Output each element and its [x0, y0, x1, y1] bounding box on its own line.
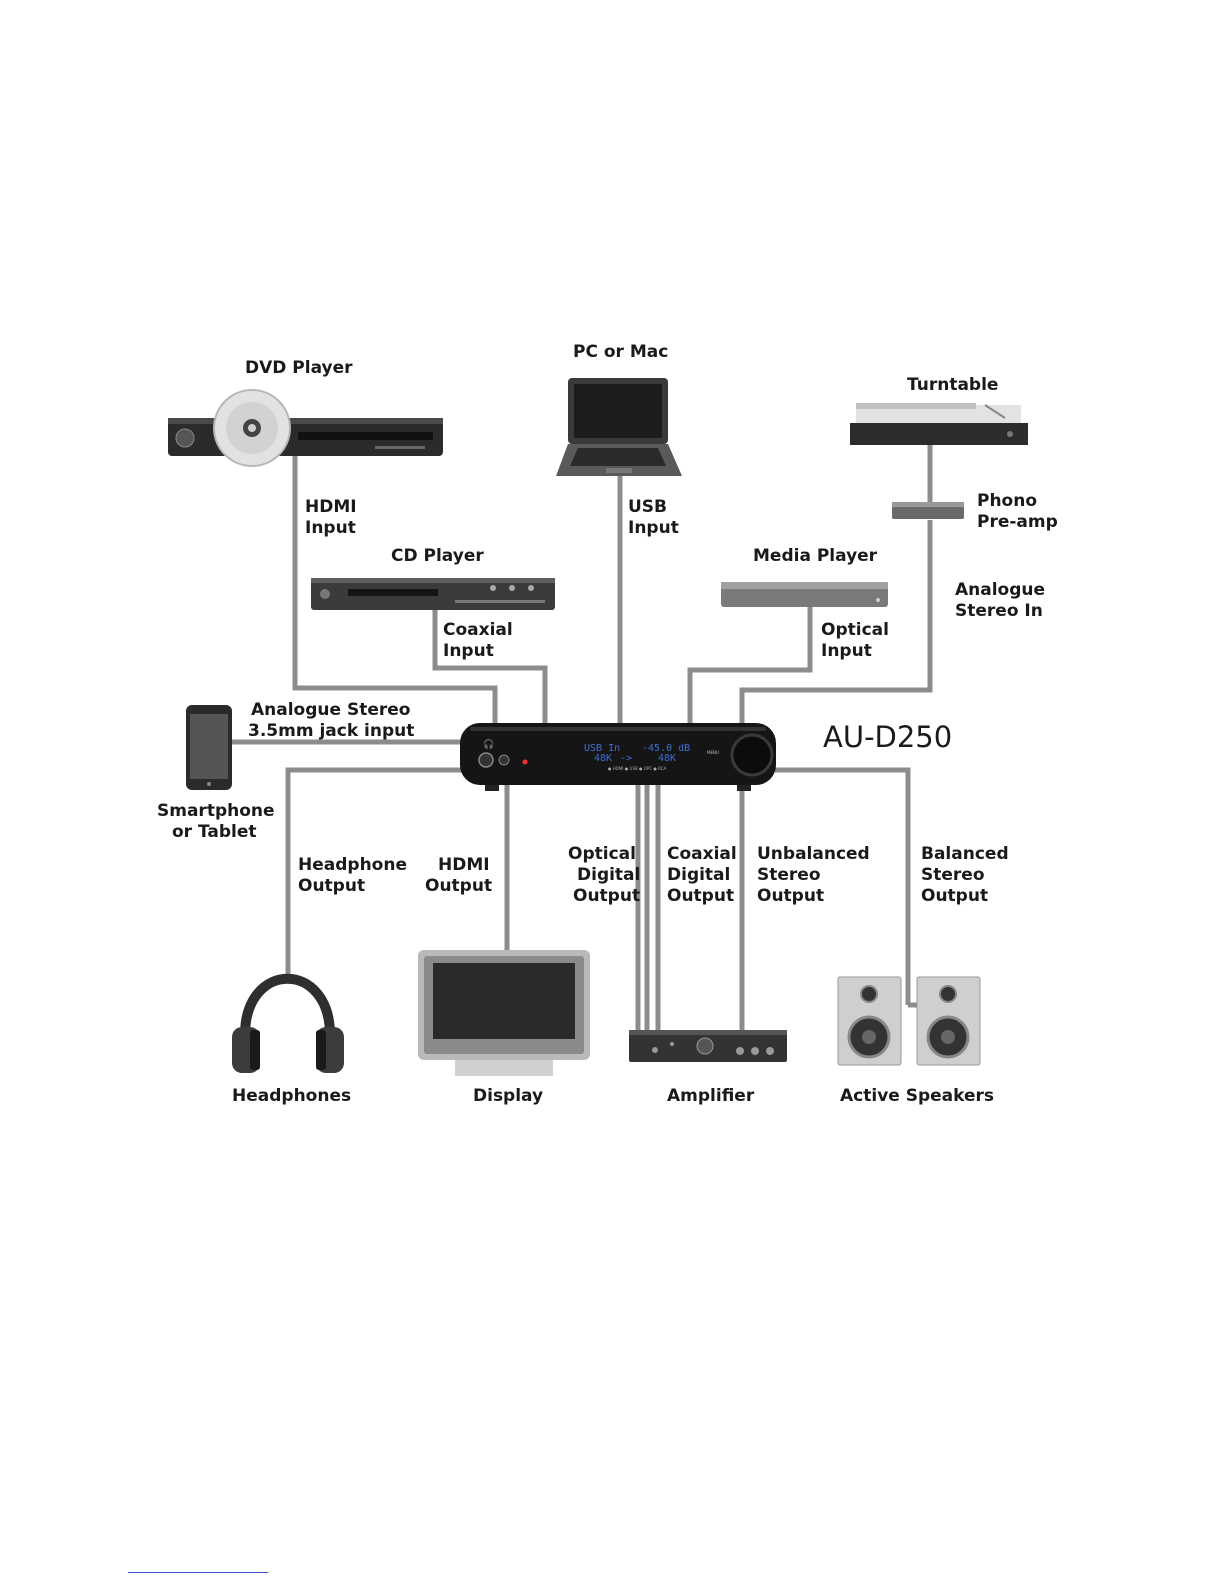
headphones [232, 973, 344, 1073]
label-headphones: Headphones [232, 1086, 351, 1106]
label-amplifier: Amplifier [667, 1086, 755, 1106]
label-cd-player: CD Player [391, 546, 484, 566]
volume-knob-icon [730, 733, 774, 777]
label-optical-input-1: Optical [821, 620, 889, 640]
media-player [721, 582, 888, 607]
label-coaxial-input-1: Coaxial [443, 620, 513, 640]
phono-preamp [892, 502, 964, 519]
cable-headphone-output [285, 767, 466, 982]
label-hdmi-output-1: HDMI [438, 855, 490, 875]
label-unbalanced-output-2: Stereo [757, 865, 821, 885]
label-dvd-player: DVD Player [245, 358, 353, 378]
label-hdmi-input-1: HDMI [305, 497, 357, 517]
cable-coaxial-input [432, 608, 548, 727]
headphone-symbol-icon: 🎧 [483, 738, 494, 750]
label-hdmi-input-2: Input [305, 518, 356, 538]
cable-optical-input [687, 606, 813, 727]
label-coaxial-output-1: Coaxial [667, 844, 737, 864]
label-optical-input-2: Input [821, 641, 872, 661]
label-coaxial-input-2: Input [443, 641, 494, 661]
label-coaxial-output-2: Digital [667, 865, 730, 885]
label-headphone-output-2: Output [298, 876, 365, 896]
lcd-line2-left: 48K [594, 753, 612, 764]
label-unbalanced-output-3: Output [757, 886, 824, 906]
display-monitor [418, 950, 590, 1076]
footer-link-underline [128, 1572, 268, 1573]
label-display: Display [473, 1086, 543, 1106]
cable-balanced-output [775, 767, 911, 1005]
label-hdmi-output-2: Output [425, 876, 492, 896]
active-speakers [837, 976, 981, 1066]
label-smartphone-2: or Tablet [172, 822, 257, 842]
label-active-speakers: Active Speakers [840, 1086, 994, 1106]
lcd-line1-right: -45.0 dB [642, 743, 690, 754]
label-phono-1: Phono [977, 491, 1037, 511]
label-jack-input-2: 3.5mm jack input [248, 721, 414, 741]
label-unbalanced-output-1: Unbalanced [757, 844, 870, 864]
label-jack-input-1: Analogue Stereo [251, 700, 410, 720]
smartphone [186, 705, 232, 790]
label-turntable: Turntable [907, 375, 998, 395]
laptop [556, 378, 682, 476]
label-optical-output-1: Optical [568, 844, 636, 864]
lcd-line2-right: 48K [658, 753, 676, 764]
amplifier [629, 1030, 787, 1062]
label-analogue-in-2: Stereo In [955, 601, 1043, 621]
lcd-line1-left: USB In [584, 743, 620, 754]
label-smartphone-1: Smartphone [157, 801, 275, 821]
label-balanced-output-3: Output [921, 886, 988, 906]
label-balanced-output-1: Balanced [921, 844, 1009, 864]
cables [232, 442, 933, 1032]
lcd-line2-mid: -> [620, 753, 632, 764]
label-balanced-output-2: Stereo [921, 865, 985, 885]
label-media-player: Media Player [753, 546, 878, 566]
label-analogue-in-1: Analogue [955, 580, 1045, 600]
label-phono-2: Pre-amp [977, 512, 1058, 532]
label-optical-output-3: Output [573, 886, 640, 906]
dvd-player [168, 389, 443, 467]
label-usb-input-1: USB [628, 497, 667, 517]
menu-label: MENU [707, 750, 719, 755]
turntable [850, 403, 1028, 445]
label-usb-input-2: Input [628, 518, 679, 538]
label-coaxial-output-3: Output [667, 886, 734, 906]
power-led-icon [522, 759, 528, 765]
cable-hdmi-input [292, 450, 498, 727]
cd-player [311, 578, 555, 610]
label-pc-or-mac: PC or Mac [573, 342, 668, 362]
aux-jack-icon [498, 754, 510, 766]
label-headphone-output-1: Headphone [298, 855, 407, 875]
model-name: AU-D250 [823, 720, 952, 754]
label-optical-output-2: Digital [577, 865, 640, 885]
au-d250-unit: 🎧 USB In -45.0 dB 48K -> 48K ● HDMI ● US… [460, 723, 776, 791]
lcd-indicator-row: ● HDMI ● USB ● OPC ● RCA [608, 766, 667, 771]
cable-analogue-stereo-in [739, 520, 933, 727]
headphone-jack-icon [478, 752, 494, 768]
